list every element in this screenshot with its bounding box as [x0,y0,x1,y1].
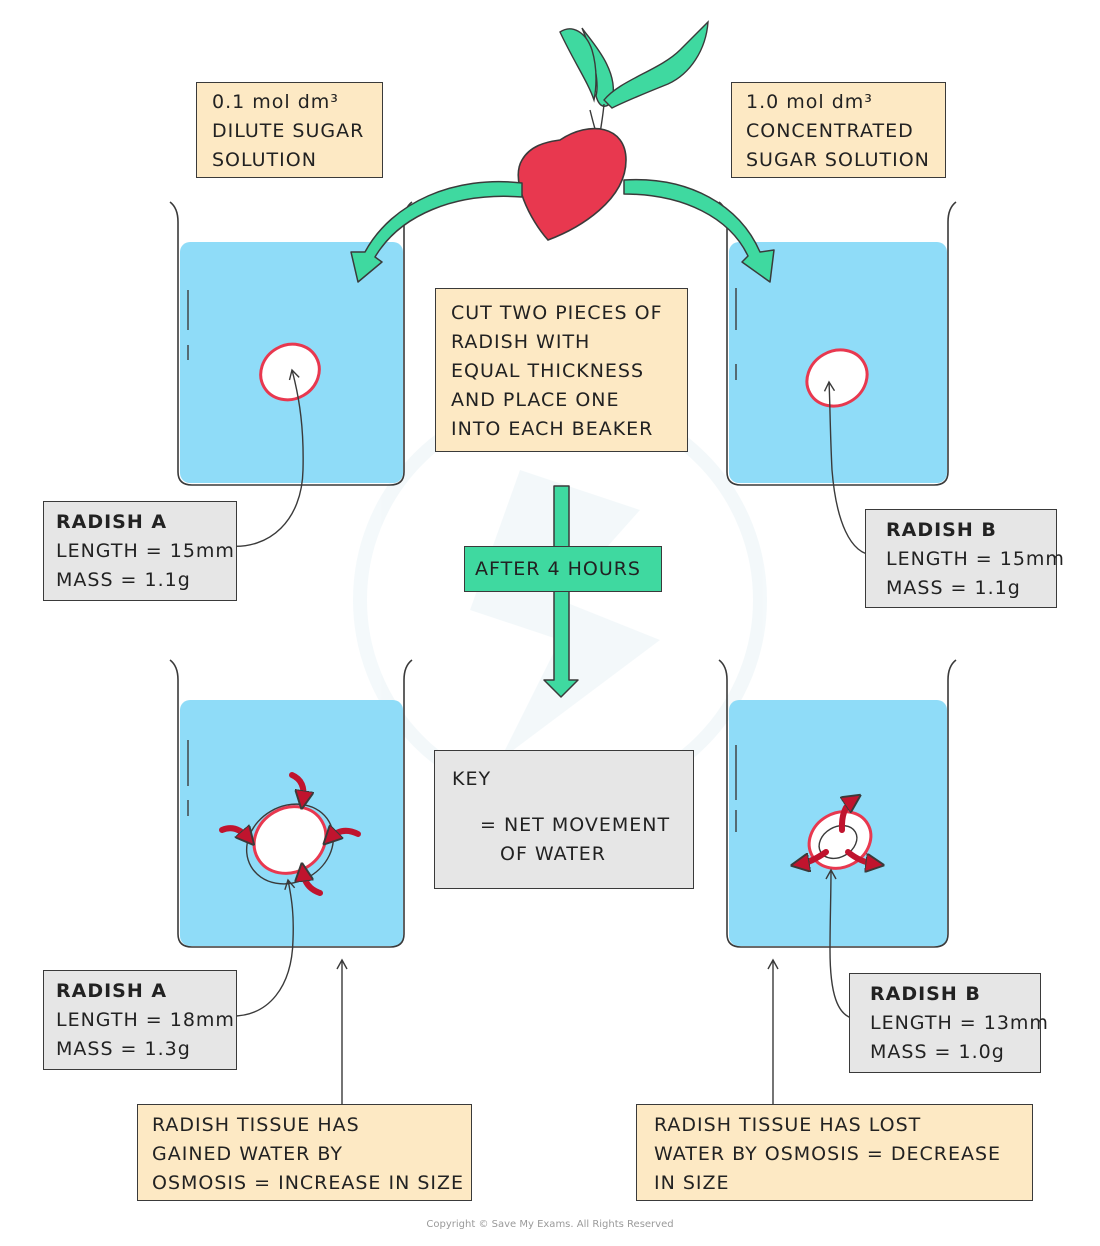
conclusion-a: RADISH TISSUE HAS GAINED WATER BY OSMOSI… [137,1104,472,1201]
instruction-line: RADISH WITH [451,331,591,353]
conclusion-a-line: GAINED WATER BY [152,1143,343,1165]
concentrated-concentration: 1.0 mol dm³ [746,91,873,113]
radish-slice-b-start [805,348,869,408]
radish-a-start-length: LENGTH = 15mm [56,540,235,562]
radish-a-start-card: RADISH A LENGTH = 15mm MASS = 1.1g [43,501,237,601]
dilute-concentration: 0.1 mol dm³ [212,91,339,113]
time-label-text: AFTER 4 HOURS [475,558,641,580]
conclusion-b-line: RADISH TISSUE HAS LOST [654,1114,922,1136]
red-curved-arrow-icon [219,828,248,838]
key-line-2: OF WATER [500,843,607,865]
beaker-concentrated-after [718,659,957,948]
radish-b-after-mass: MASS = 1.0g [870,1041,1005,1063]
water-out-arrows [800,800,875,864]
red-curved-arrow-icon [845,849,875,864]
split-arrows [350,178,775,283]
radish-a-after-card: RADISH A LENGTH = 18mm MASS = 1.3g [43,970,237,1070]
conclusion-a-line: OSMOSIS = INCREASE IN SIZE [152,1172,465,1194]
copyright-notice: Copyright © Save My Exams. All Rights Re… [426,1219,674,1230]
instruction-box: CUT TWO PIECES OF RADISH WITH EQUAL THIC… [435,288,688,452]
concentrated-line-2: CONCENTRATED [746,120,914,142]
radish-b-start-mass: MASS = 1.1g [886,577,1021,599]
red-curved-arrow-icon [303,872,323,896]
radish-b-after-length: LENGTH = 13mm [870,1012,1049,1034]
beaker-dilute-after [169,659,413,948]
red-curved-arrow-icon [289,772,304,800]
radish-a-after-mass: MASS = 1.3g [56,1038,191,1060]
red-curved-arrow-icon [330,831,361,838]
radish-a-after-name: RADISH A [56,980,168,1002]
radish-b-start-name: RADISH B [886,519,997,541]
instruction-line: CUT TWO PIECES OF [451,302,663,324]
concentrated-line-3: SUGAR SOLUTION [746,149,930,171]
conclusion-b: RADISH TISSUE HAS LOST WATER BY OSMOSIS … [636,1104,1033,1201]
key-title: KEY [452,768,492,790]
radish-b-after-card: RADISH B LENGTH = 13mm MASS = 1.0g [849,973,1049,1073]
radish-b-start-length: LENGTH = 15mm [886,548,1065,570]
conclusion-a-line: RADISH TISSUE HAS [152,1114,360,1136]
water-in-arrows [219,772,361,896]
conclusion-b-line: IN SIZE [654,1172,730,1194]
radish-b-after-name: RADISH B [870,983,981,1005]
radish-icon [517,20,709,241]
radish-b-start-card: RADISH B LENGTH = 15mm MASS = 1.1g [865,509,1065,608]
red-curved-arrow-icon [800,849,829,864]
red-curved-arrow-icon [838,800,853,833]
instruction-line: INTO EACH BEAKER [451,418,654,440]
conclusion-b-line: WATER BY OSMOSIS = DECREASE [654,1143,1002,1165]
dilute-line-2: DILUTE SUGAR [212,120,365,142]
radish-a-after-length: LENGTH = 18mm [56,1009,235,1031]
instruction-line: AND PLACE ONE [451,389,620,411]
radish-a-start-name: RADISH A [56,511,168,533]
radish-a-start-mass: MASS = 1.1g [56,569,191,591]
key-box: KEY = NET MOVEMENT OF WATER [434,750,694,889]
dilute-line-3: SOLUTION [212,149,317,171]
concentrated-solution-label: 1.0 mol dm³ CONCENTRATED SUGAR SOLUTION [731,82,946,178]
key-line-1: = NET MOVEMENT [480,814,671,836]
dilute-solution-label: 0.1 mol dm³ DILUTE SUGAR SOLUTION [196,82,383,178]
time-label: AFTER 4 HOURS [464,546,662,592]
instruction-line: EQUAL THICKNESS [451,360,645,382]
